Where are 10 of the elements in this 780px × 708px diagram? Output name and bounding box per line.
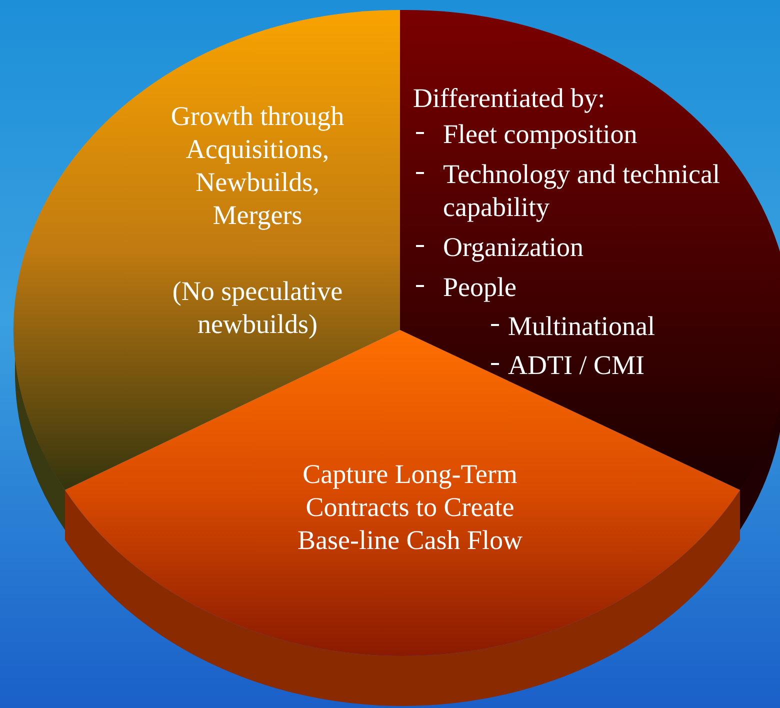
list-item: Organization <box>443 231 584 264</box>
list-item: Multinational <box>508 310 656 343</box>
slice-text: (No speculative newbuilds) <box>171 275 344 341</box>
list-item: Fleet composition <box>443 118 638 151</box>
slice-text: Capture Long-Term Contracts to Create Base-line Cash Flow <box>296 458 524 557</box>
list-heading: Differentiated by: <box>413 82 606 115</box>
slice-text: Growth through Acquisitions, Newbuilds, Mergers <box>170 100 346 232</box>
list-item: People <box>443 271 518 304</box>
list-item: Technology and technical capability <box>443 158 722 224</box>
list-item: ADTI / CMI <box>508 349 646 382</box>
